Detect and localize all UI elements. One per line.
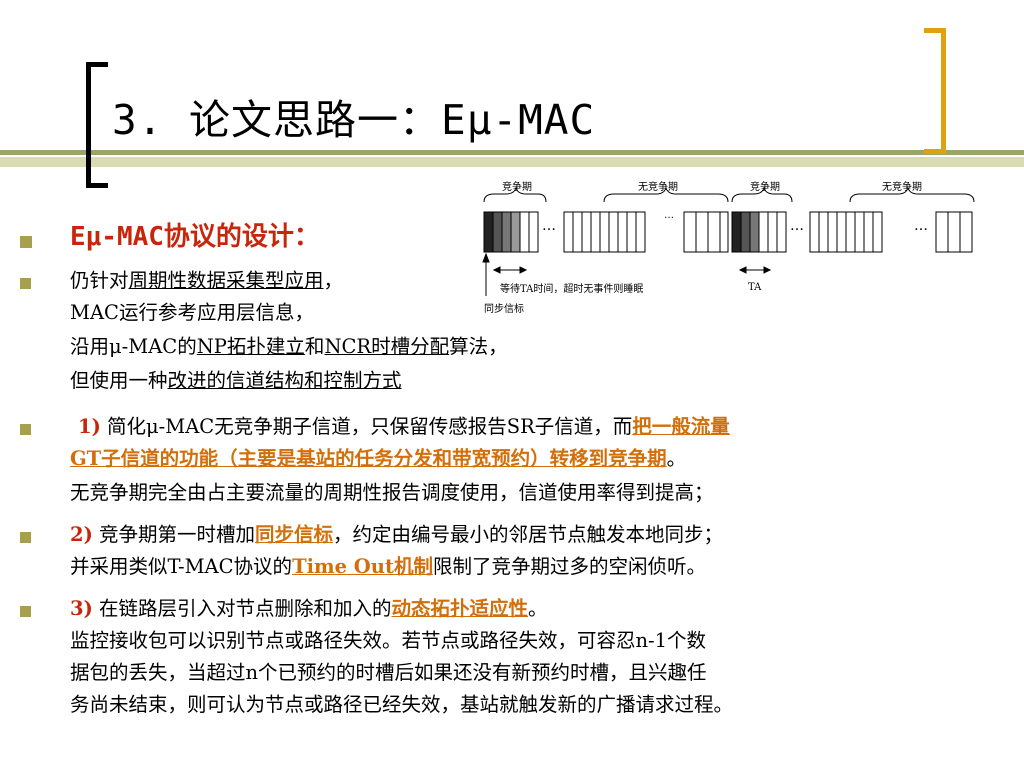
text-line: 据包的丢失，当超过n个已预约的时槽后如果还没有新预约时槽，且兴趣任 bbox=[70, 661, 707, 684]
slot-contention bbox=[809, 211, 820, 253]
wait-ta-arrow-right bbox=[519, 266, 528, 274]
ta-arrow-right bbox=[763, 266, 772, 274]
label-contention-2: 竞争期 bbox=[750, 182, 780, 193]
slot-free bbox=[608, 211, 619, 253]
slot-free bbox=[863, 211, 874, 253]
label-free-2: 无竞争期 bbox=[882, 182, 922, 193]
slide-title: 3. 论文思路一：Eμ-MAC bbox=[112, 96, 596, 144]
text-line: 1) 简化μ-MAC无竞争期子信道，只保留传感报告SR子信道，而把一般流量 bbox=[78, 415, 730, 438]
channel-structure-diagram: 竞争期 无竞争期 竞争期 无竞争期 … … … … 等待TA时间，超时无事件则睡… bbox=[478, 176, 978, 326]
text-line: 3) 在链路层引入对节点删除和加入的动态拓扑适应性。 bbox=[70, 597, 548, 620]
brace-contention-2 bbox=[731, 186, 793, 203]
label-contention-1: 竞争期 bbox=[502, 182, 532, 193]
sync-beacon-label: 同步信标 bbox=[484, 304, 524, 315]
slot-free bbox=[707, 211, 721, 253]
slot-contention bbox=[749, 211, 760, 253]
ellipsis-4: … bbox=[914, 218, 928, 234]
text-line: 仍针对周期性数据采集型应用， bbox=[70, 269, 344, 292]
bullet-marker bbox=[20, 278, 31, 289]
title-rule-khaki bbox=[0, 157, 1024, 167]
slot-contention bbox=[501, 211, 512, 253]
slot-free bbox=[845, 211, 856, 253]
slot-contention bbox=[581, 211, 592, 253]
sync-pointer-head bbox=[482, 252, 490, 263]
slot-contention bbox=[492, 211, 503, 253]
slot-contention bbox=[563, 211, 574, 253]
slot-contention bbox=[528, 211, 539, 253]
text-line: 2) 竞争期第一时槽加同步信标，约定由编号最小的邻居节点触发本地同步； bbox=[70, 523, 724, 546]
ellipsis-1: … bbox=[542, 218, 556, 234]
slot-contention bbox=[590, 211, 601, 253]
slot-contention bbox=[818, 211, 829, 253]
slot-contention bbox=[740, 211, 751, 253]
slot-contention bbox=[776, 211, 787, 253]
slot-free bbox=[617, 211, 628, 253]
slot-contention bbox=[827, 211, 838, 253]
text-line: 监控接收包可以识别节点或路径失效。若节点或路径失效，可容忍n-1个数 bbox=[70, 629, 707, 652]
ellipsis-2: … bbox=[664, 210, 674, 221]
slot-contention bbox=[510, 211, 521, 253]
ta-label: TA bbox=[748, 282, 762, 293]
slot-contention bbox=[758, 211, 769, 253]
slot-free bbox=[854, 211, 865, 253]
slot-contention bbox=[572, 211, 583, 253]
slot-free bbox=[626, 211, 637, 253]
label-free-1: 无竞争期 bbox=[638, 182, 678, 193]
ta-arrow-left bbox=[738, 266, 747, 274]
brace-contention-1 bbox=[483, 186, 547, 203]
text-line: MAC运行参考应用层信息， bbox=[70, 301, 314, 324]
slot-sync-beacon bbox=[483, 211, 494, 253]
slot-free bbox=[635, 211, 646, 253]
slot-free bbox=[947, 211, 961, 253]
wait-ta-arrow-left bbox=[492, 266, 501, 274]
text-line: 无竞争期完全由占主要流量的周期性报告调度使用，信道使用率得到提高； bbox=[70, 481, 714, 504]
left-bracket-decoration bbox=[86, 62, 108, 188]
bullet-marker bbox=[20, 532, 31, 543]
right-bracket-decoration bbox=[924, 28, 946, 154]
section-heading: Eμ-MAC协议的设计： bbox=[70, 222, 320, 252]
title-rule-olive bbox=[0, 150, 1024, 155]
brace-free-1 bbox=[603, 186, 729, 203]
slot-free bbox=[599, 211, 610, 253]
bullet-marker bbox=[20, 606, 31, 617]
slot-contention bbox=[519, 211, 530, 253]
bullet-marker bbox=[20, 236, 32, 248]
text-line: 并采用类似T-MAC协议的Time Out机制限制了竞争期过多的空闲侦听。 bbox=[70, 555, 706, 578]
bullet-marker bbox=[20, 424, 31, 435]
slot-free bbox=[935, 211, 949, 253]
slot-free bbox=[872, 211, 883, 253]
slot-free bbox=[695, 211, 709, 253]
wait-ta-label: 等待TA时间，超时无事件则睡眠 bbox=[500, 284, 644, 295]
ellipsis-3: … bbox=[790, 218, 804, 234]
slot-free bbox=[959, 211, 973, 253]
text-line: GT子信道的功能（主要是基站的任务分发和带宽预约）转移到竞争期。 bbox=[70, 447, 687, 470]
text-line: 但使用一种改进的信道结构和控制方式 bbox=[70, 369, 402, 392]
slot-sync-beacon bbox=[731, 211, 742, 253]
diagram-svg bbox=[482, 186, 975, 296]
text-line: 沿用μ-MAC的NP拓扑建立和NCR时槽分配算法， bbox=[70, 335, 508, 358]
slot-free bbox=[683, 211, 697, 253]
text-line: 务尚未结束，则可认为节点或路径已经失效，基站就触发新的广播请求过程。 bbox=[70, 693, 734, 716]
slot-free bbox=[719, 211, 729, 253]
slot-contention bbox=[767, 211, 778, 253]
slot-contention bbox=[836, 211, 847, 253]
brace-free-2 bbox=[849, 186, 975, 203]
